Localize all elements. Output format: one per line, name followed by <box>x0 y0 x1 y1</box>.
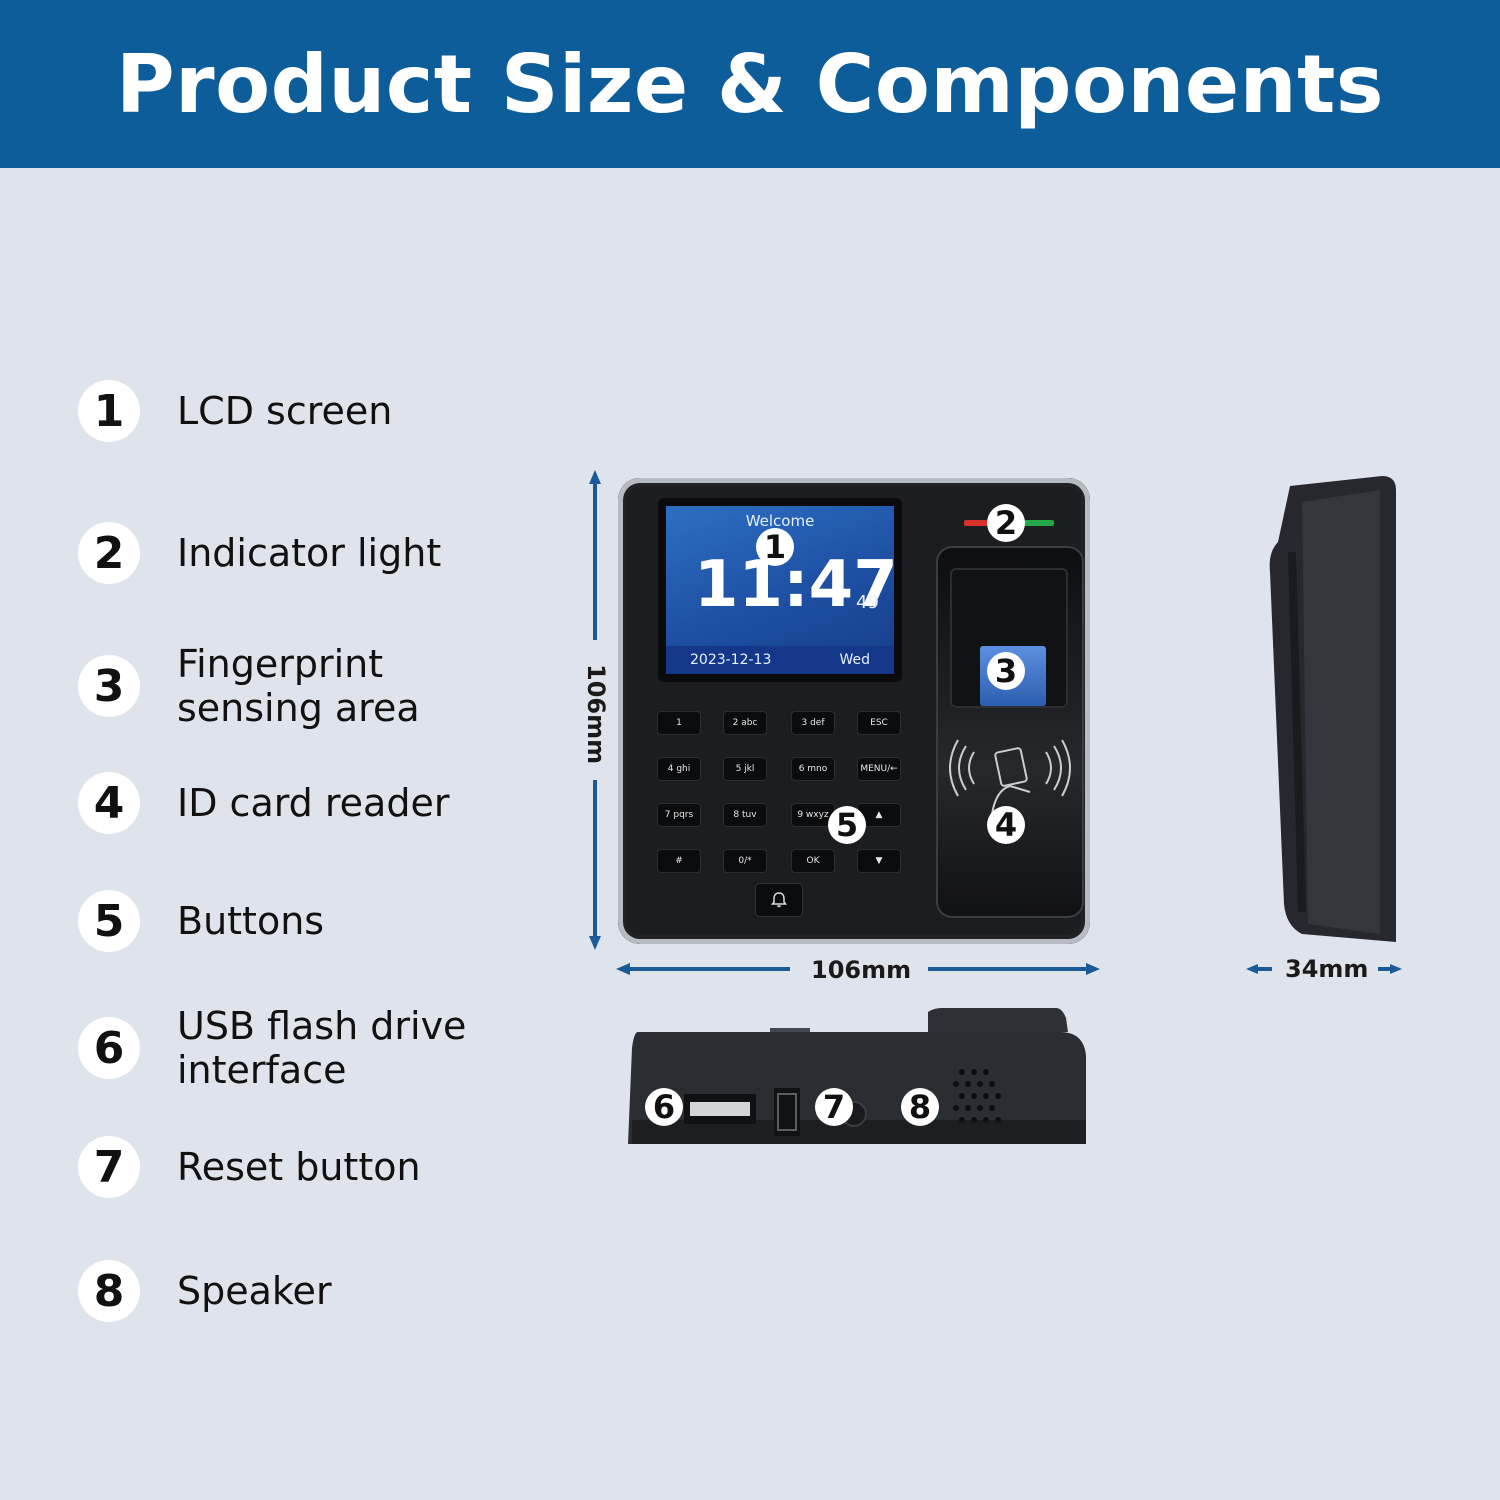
lcd-seconds: 49 <box>856 592 879 613</box>
device-front-view: Welcome 11:47 49 2023-12-13 Wed 1 2 abc … <box>618 478 1090 944</box>
callout-reset: 7 <box>815 1088 853 1126</box>
lcd-status-bar <box>666 646 894 674</box>
legend-label: Indicator light <box>177 531 442 575</box>
bell-icon <box>771 892 787 908</box>
key-9[interactable]: 9 wxyz <box>792 804 834 826</box>
legend-number: 2 <box>78 522 140 584</box>
callout-buttons: 5 <box>828 806 866 844</box>
legend-item: 8 Speaker <box>78 1260 332 1322</box>
key-ok[interactable]: OK <box>792 850 834 872</box>
legend-item: 4 ID card reader <box>78 772 449 834</box>
lcd-date: 2023-12-13 <box>690 652 772 668</box>
doorbell-button[interactable] <box>756 884 802 916</box>
depth-dimension-label: 34mm <box>1285 955 1369 983</box>
legend-number: 5 <box>78 890 140 952</box>
legend-label: LCD screen <box>177 389 393 433</box>
key-1[interactable]: 1 <box>658 712 700 734</box>
legend-number: 7 <box>78 1136 140 1198</box>
key-down[interactable]: ▼ <box>858 850 900 872</box>
legend-label: Speaker <box>177 1269 332 1313</box>
rfid-card-icon <box>949 739 1071 815</box>
device-side-view <box>1269 476 1396 942</box>
legend-number: 8 <box>78 1260 140 1322</box>
callout-fingerprint: 3 <box>987 652 1025 690</box>
key-hash[interactable]: # <box>658 850 700 872</box>
fingerprint-housing <box>936 546 1084 918</box>
key-up[interactable]: ▲ <box>858 804 900 826</box>
legend-label: Reset button <box>177 1145 421 1189</box>
legend-label: ID card reader <box>177 781 450 825</box>
arrow-right-icon <box>1390 964 1402 974</box>
arrow-left-icon <box>1246 964 1258 974</box>
legend-label: Fingerprint sensing area <box>177 642 420 730</box>
legend-number: 1 <box>78 380 140 442</box>
lcd-weekday: Wed <box>839 652 870 668</box>
arrow-down-icon <box>589 936 601 950</box>
key-2[interactable]: 2 abc <box>724 712 766 734</box>
callout-lcd: 1 <box>756 528 794 566</box>
indicator-led-red <box>964 520 994 526</box>
legend-item: 5 Buttons <box>78 890 324 952</box>
device-bottom-view <box>628 1008 1086 1144</box>
legend-number: 6 <box>78 1017 140 1079</box>
lcd-welcome-text: Welcome <box>745 512 815 530</box>
legend-item: 3 Fingerprint sensing area <box>78 642 420 730</box>
key-esc[interactable]: ESC <box>858 712 900 734</box>
key-4[interactable]: 4 ghi <box>658 758 700 780</box>
arrow-up-icon <box>589 470 601 484</box>
legend-item: 2 Indicator light <box>78 522 441 584</box>
lcd-clock: 11:47 <box>694 548 894 622</box>
height-dimension-label: 106mm <box>582 664 610 765</box>
arrow-right-icon <box>1086 963 1100 975</box>
page-title: Product Size & Components <box>116 37 1384 131</box>
legend-item: 1 LCD screen <box>78 380 392 442</box>
width-dimension-label: 106mm <box>811 956 912 984</box>
lcd-frame: Welcome 11:47 49 2023-12-13 Wed <box>658 498 902 682</box>
key-5[interactable]: 5 jkl <box>724 758 766 780</box>
header-banner: Product Size & Components <box>0 0 1500 168</box>
callout-indicator: 2 <box>987 504 1025 542</box>
key-0[interactable]: 0/* <box>724 850 766 872</box>
callout-usb: 6 <box>645 1088 683 1126</box>
key-menu[interactable]: MENU/← <box>858 758 900 780</box>
legend-item: 7 Reset button <box>78 1136 421 1198</box>
key-7[interactable]: 7 pqrs <box>658 804 700 826</box>
callout-card-reader: 4 <box>987 806 1025 844</box>
legend-number: 3 <box>78 655 140 717</box>
key-8[interactable]: 8 tuv <box>724 804 766 826</box>
indicator-led-green <box>1024 520 1054 526</box>
legend-label: Buttons <box>177 899 325 943</box>
key-3[interactable]: 3 def <box>792 712 834 734</box>
arrow-left-icon <box>616 963 630 975</box>
legend-number: 4 <box>78 772 140 834</box>
legend-item: 6 USB flash drive interface <box>78 1004 466 1092</box>
key-6[interactable]: 6 mno <box>792 758 834 780</box>
callout-speaker: 8 <box>901 1088 939 1126</box>
legend-label: USB flash drive interface <box>177 1004 467 1092</box>
